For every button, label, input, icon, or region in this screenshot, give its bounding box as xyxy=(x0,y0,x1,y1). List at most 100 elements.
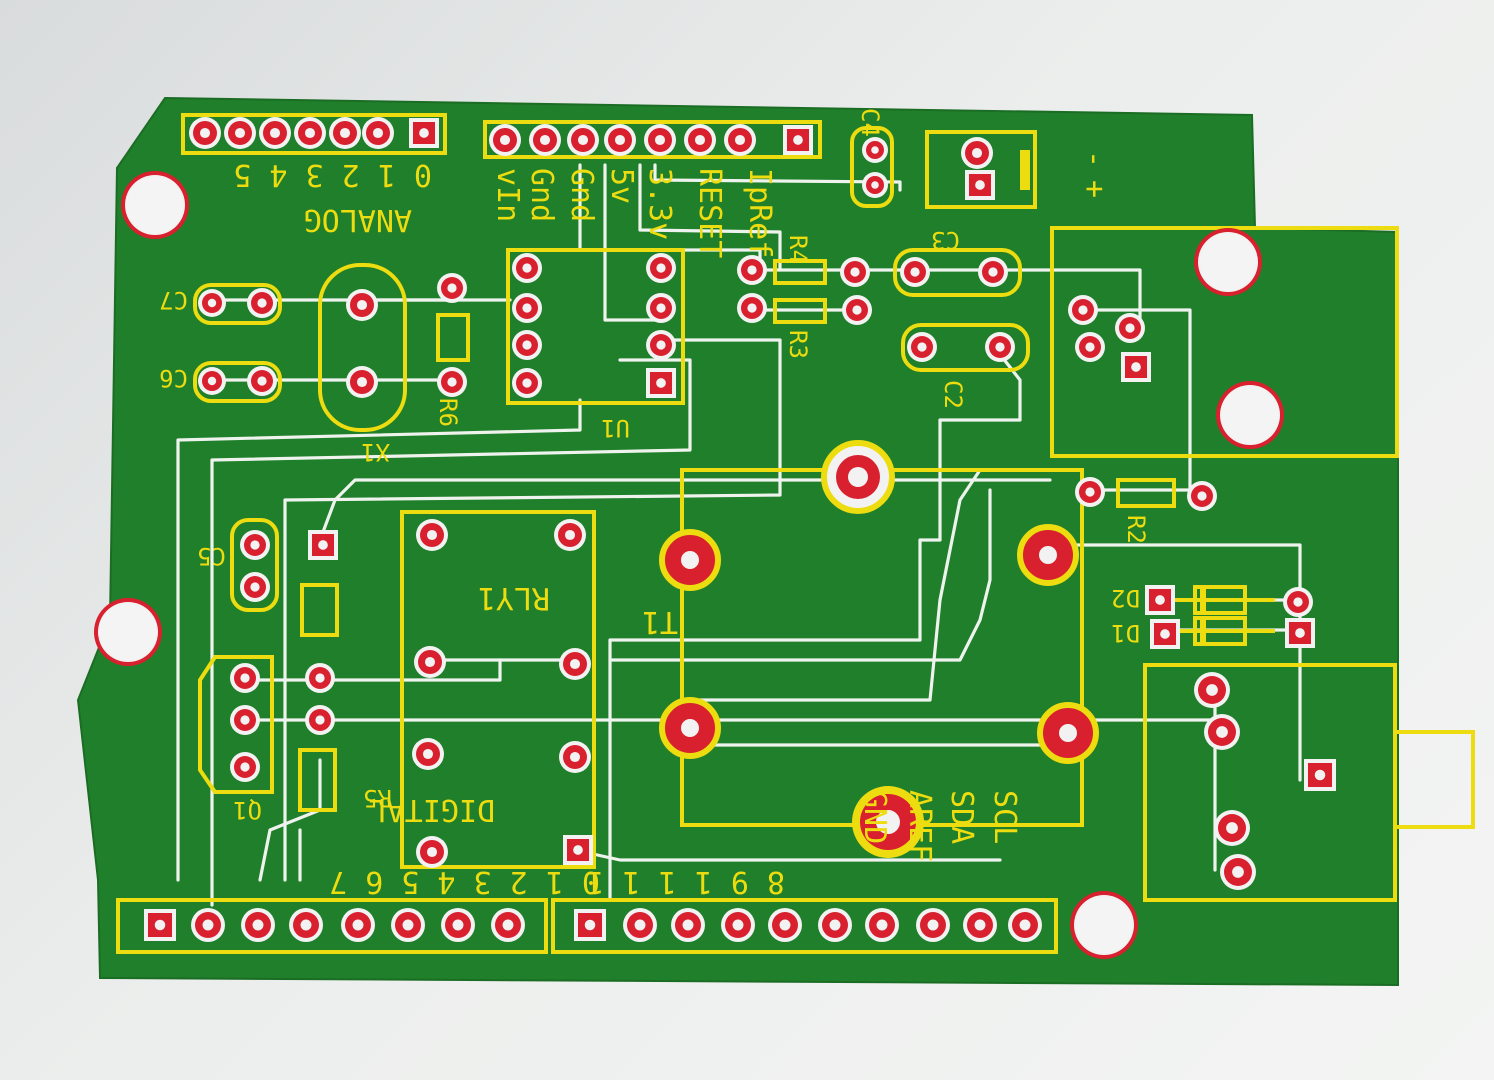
pad-hole xyxy=(910,267,920,277)
pad-hole xyxy=(1078,305,1088,315)
label-r3: R3 xyxy=(784,330,812,359)
pad-hole xyxy=(681,551,699,569)
pad-hole xyxy=(793,135,803,145)
pad-hole xyxy=(871,146,879,154)
silkscreen-outlines xyxy=(116,113,1475,954)
pad-hole xyxy=(1131,362,1141,372)
label-digital-low: 0 1 2 3 4 5 6 7 xyxy=(329,864,600,899)
copper-traces xyxy=(176,163,1302,907)
label-rly1: RLY1 xyxy=(478,580,550,615)
pad-hole xyxy=(747,303,757,313)
pad-hole xyxy=(564,529,576,541)
pad-hole xyxy=(1059,724,1077,742)
pad-hole xyxy=(1226,822,1238,834)
pad-hole xyxy=(240,715,250,725)
pad-hole xyxy=(917,342,927,352)
pad-hole xyxy=(207,298,217,308)
silkscreen-labels: 0 1 2 3 4 5 ANALOG vIn Gnd Gnd 5v 3.3v R… xyxy=(159,108,1150,899)
pad-hole xyxy=(522,378,532,388)
pad-hole xyxy=(577,134,589,146)
label-c6: C6 xyxy=(159,364,188,392)
label-5v: 5v xyxy=(604,168,639,204)
label-u1: U1 xyxy=(601,414,630,442)
pad-hole xyxy=(318,540,328,550)
label-digital: DIGITAL xyxy=(369,792,495,827)
label-c2: C2 xyxy=(939,380,967,409)
label-aref: AREF xyxy=(902,790,937,862)
pad-hole xyxy=(1295,628,1305,638)
pad-hole xyxy=(682,919,694,931)
pad-hole xyxy=(522,263,532,273)
pad-hole xyxy=(734,134,746,146)
pad-hole xyxy=(988,267,998,277)
pad-hole xyxy=(1206,684,1218,696)
pad-hole xyxy=(419,128,429,138)
label-plus: + xyxy=(1077,180,1112,198)
pad-hole xyxy=(1232,866,1244,878)
pad-hole xyxy=(584,919,596,931)
pad-hole xyxy=(315,673,325,683)
pad-hole xyxy=(424,656,436,668)
pad-hole xyxy=(240,762,250,772)
pad-hole xyxy=(1293,597,1303,607)
label-reset: RESET xyxy=(692,168,727,258)
pad-hole xyxy=(971,147,983,159)
mounting-hole xyxy=(1222,387,1278,443)
label-sda: SDA xyxy=(944,790,979,844)
label-r4: R4 xyxy=(784,235,812,264)
pad-hole xyxy=(1085,487,1095,497)
label-r6: R6 xyxy=(434,398,462,427)
pad-hole xyxy=(356,299,368,311)
mounting-hole xyxy=(127,177,183,233)
pad-hole xyxy=(1197,491,1207,501)
pad-hole xyxy=(1314,769,1326,781)
pad-hole xyxy=(257,376,267,386)
label-vin: vIn xyxy=(490,168,525,222)
label-c4: C4 xyxy=(856,108,884,137)
pad-hole xyxy=(876,919,888,931)
label-d1: D1 xyxy=(1111,619,1140,647)
label-r5: R5 xyxy=(363,784,392,812)
pad-hole xyxy=(656,263,666,273)
pad-hole xyxy=(1019,919,1031,931)
pad-hole xyxy=(426,529,438,541)
pad-hole xyxy=(569,751,581,763)
pad-hole xyxy=(573,845,583,855)
label-gnd-top: GND xyxy=(857,790,892,844)
pad-hole xyxy=(1160,629,1170,639)
pad-hole xyxy=(634,919,646,931)
pad-hole xyxy=(199,127,211,139)
pad-hole xyxy=(422,748,434,760)
pad-hole xyxy=(250,582,260,592)
mounting-hole xyxy=(1200,234,1256,290)
pad-hole xyxy=(747,265,757,275)
pad-hole xyxy=(300,919,312,931)
pad-hole xyxy=(656,303,666,313)
pad-hole xyxy=(502,919,514,931)
pad-hole xyxy=(207,376,217,386)
pad-hole xyxy=(569,658,581,670)
pad-hole xyxy=(372,127,384,139)
pad-hole xyxy=(681,719,699,737)
pad-hole xyxy=(614,134,626,146)
label-c3: C3 xyxy=(931,226,960,254)
pad-hole xyxy=(975,180,985,190)
pad-hole xyxy=(1216,726,1228,738)
label-c7: C7 xyxy=(159,286,188,314)
pad-hole xyxy=(829,919,841,931)
pad-hole xyxy=(732,919,744,931)
pad-hole xyxy=(871,181,879,189)
pad-hole xyxy=(499,134,511,146)
pad-hole xyxy=(252,919,264,931)
pad-hole xyxy=(850,267,860,277)
label-r2: R2 xyxy=(1122,515,1150,544)
label-d2: D2 xyxy=(1111,584,1140,612)
pad-hole xyxy=(1155,595,1165,605)
pad-hole xyxy=(250,540,260,550)
pad-hole xyxy=(1085,342,1095,352)
label-q1: Q1 xyxy=(233,796,262,824)
pad-hole xyxy=(522,340,532,350)
pad-hole xyxy=(974,919,986,931)
label-3v3: 3.3v xyxy=(642,168,677,240)
